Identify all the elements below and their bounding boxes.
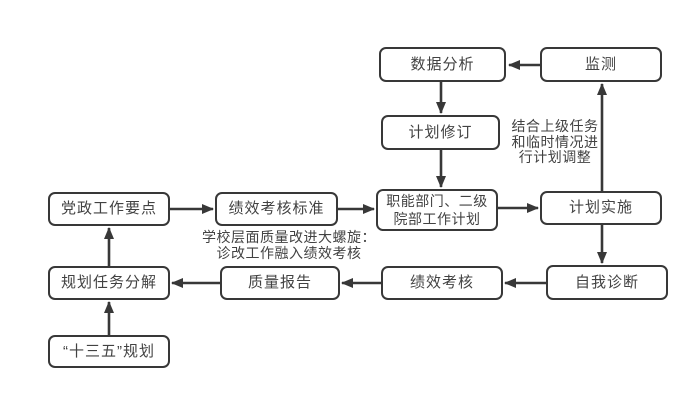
node-label: 绩效考核标准 [228, 200, 325, 217]
node-assessment-standard: 绩效考核标准 [215, 192, 338, 226]
node-label-line2: 院部工作计划 [393, 211, 481, 227]
annotation-line: 学校层面质量改进大螺旋： [202, 229, 376, 245]
node-plan-revision: 计划修订 [381, 115, 500, 150]
node-dept-work-plan: 职能部门、二级 院部工作计划 [376, 189, 498, 231]
node-party-gov-work-points: 党政工作要点 [48, 192, 170, 226]
node-label: 自我诊断 [574, 273, 639, 291]
node-label: 数据分析 [410, 55, 475, 73]
node-five-year-plan: “十三五”规划 [48, 335, 170, 368]
node-data-analysis: 数据分析 [379, 47, 506, 82]
node-plan-implement: 计划实施 [540, 191, 662, 225]
node-label: “十三五”规划 [63, 342, 155, 360]
annotation-quality-spiral: 学校层面质量改进大螺旋： 诊改工作融入绩效考核 [198, 229, 380, 261]
node-self-diagnosis: 自我诊断 [546, 265, 668, 300]
annotation-line: 和临时情况进 [511, 133, 599, 150]
node-task-breakdown: 规划任务分解 [48, 266, 170, 300]
node-label: 党政工作要点 [60, 200, 157, 217]
node-label-line1: 职能部门、二级 [386, 192, 488, 209]
node-label: 计划实施 [568, 199, 633, 216]
node-label: 计划修订 [408, 123, 473, 141]
annotation-line: 结合上级任务 [511, 118, 599, 134]
node-label: 质量报告 [247, 274, 312, 291]
node-label: 监测 [584, 55, 617, 73]
node-quality-report: 质量报告 [220, 266, 340, 300]
node-label: 规划任务分解 [60, 274, 157, 291]
annotation-line: 诊改工作融入绩效考核 [216, 244, 362, 261]
node-assessment: 绩效考核 [381, 266, 503, 300]
node-label: 绩效考核 [409, 274, 474, 291]
annotation-plan-adjust: 结合上级任务 和临时情况进 行计划调整 [500, 118, 610, 166]
annotation-line: 行计划调整 [518, 149, 592, 165]
node-monitoring: 监测 [540, 47, 662, 82]
